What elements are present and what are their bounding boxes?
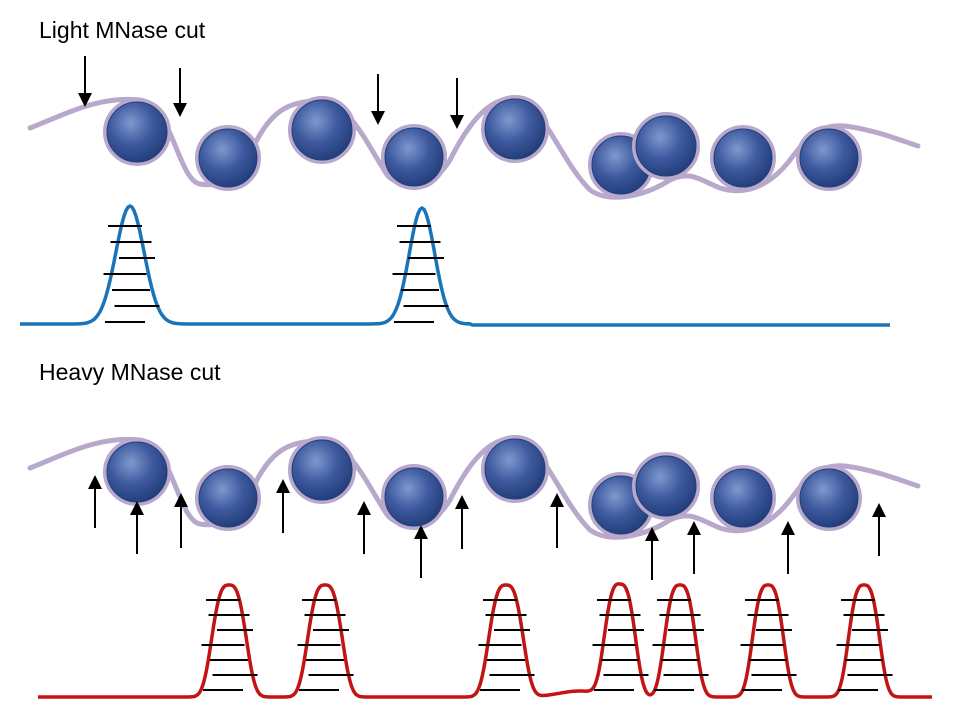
nucleosome-bead-icon [484,438,546,500]
heavy-mnase-panel [27,435,932,699]
nucleosome-wrap [481,95,549,163]
nucleosome-wrap [195,125,261,191]
nucleosome-bead-icon [635,455,697,517]
nucleosome-bead-icon [106,441,168,503]
nucleosome-wrap [481,435,549,503]
light-mnase-profile [20,203,890,327]
nucleosome-bead-icon [291,99,353,161]
nucleosome-bead-icon [799,468,859,528]
nucleosome-wrap [103,98,171,166]
nucleosome-bead-icon [384,127,444,187]
nucleosome-bead-icon [198,468,258,528]
light-mnase-title: Light MNase cut [39,17,206,43]
nucleosome-wrap [796,465,862,531]
nucleosome-bead-icon [635,115,697,177]
nucleosome-wrap [710,125,776,191]
nucleosome-bead-icon [106,101,168,163]
nucleosome-wrap [381,124,447,190]
heavy-mnase-title: Heavy MNase cut [39,359,221,385]
nucleosome-bead-icon [484,98,546,160]
nucleosome-bead-icon [198,128,258,188]
nucleosome-wrap [632,112,700,180]
nucleosome-wrap [796,125,862,191]
nucleosome-bead-icon [799,128,859,188]
dna-strand [27,95,921,200]
nucleosome-bead-icon [384,467,444,527]
nucleosome-bead-icon [713,128,773,188]
nucleosome-wrap [195,465,261,531]
nucleosome-bead-icon [291,439,353,501]
nucleosome-wrap [632,452,700,520]
nucleosome-wrap [710,465,776,531]
light-mnase-panel [20,56,921,327]
heavy-mnase-profile [38,582,932,699]
nucleosome-bead-icon [713,468,773,528]
nucleosome-wrap [288,96,356,164]
nucleosome-wrap [288,436,356,504]
dna-strand [27,435,921,540]
